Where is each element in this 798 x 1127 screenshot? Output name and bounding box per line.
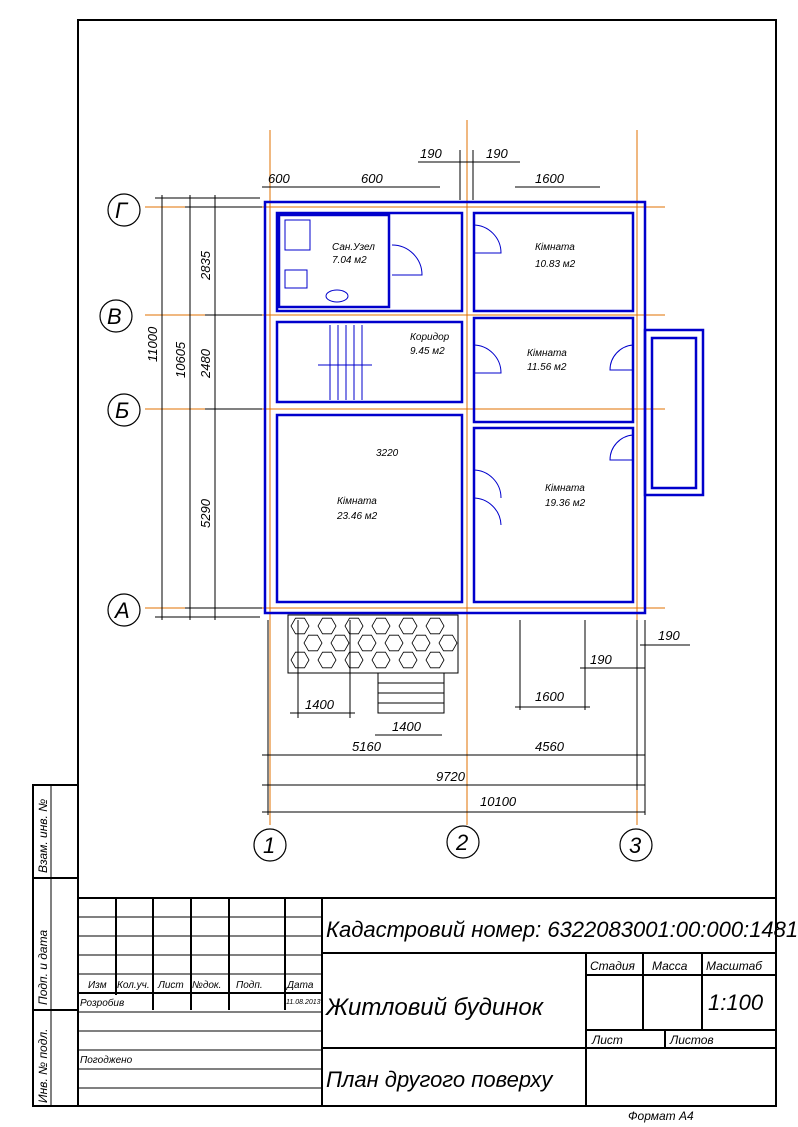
dim-text: 10605 xyxy=(173,341,188,378)
room-name: Кімната xyxy=(545,483,585,494)
porch-tile xyxy=(290,617,310,635)
porch-tile xyxy=(357,634,377,652)
side-label: Подп. и дата xyxy=(36,930,50,1005)
role-approved: Погоджено xyxy=(80,1055,133,1066)
col-header: Кол.уч. xyxy=(117,980,150,991)
porch-tile xyxy=(344,617,364,635)
dim-text: 4560 xyxy=(535,739,565,754)
scale-value: 1:100 xyxy=(708,990,764,1015)
sheet-frame xyxy=(77,19,777,1107)
side-strip xyxy=(32,784,79,1107)
room-name: Кімната xyxy=(535,242,575,253)
dim-text: 9720 xyxy=(436,769,466,784)
dimension-lines xyxy=(155,150,690,815)
room-area: 23.46 м2 xyxy=(336,511,378,522)
axis-label-col: 3 xyxy=(629,833,642,858)
axis-label-col: 2 xyxy=(455,830,468,855)
porch-tile xyxy=(398,651,418,669)
porch-tile xyxy=(330,634,350,652)
porch-tile xyxy=(425,651,445,669)
room-area: 11.56 м2 xyxy=(527,362,567,373)
porch-tiles xyxy=(290,617,458,669)
dim-text: 11000 xyxy=(145,326,160,362)
dim-text: 190 xyxy=(658,628,680,643)
room-name: Кімната xyxy=(527,348,567,359)
format-label: Формат А4 xyxy=(628,1109,694,1123)
porch-tile xyxy=(438,634,458,652)
dim-text: 2480 xyxy=(198,348,213,379)
stage-label: Стадия xyxy=(590,959,636,973)
room-name: Коридор xyxy=(410,332,450,343)
dim-text: 1600 xyxy=(535,689,565,704)
porch-tile xyxy=(425,617,445,635)
sanitary-fixtures xyxy=(284,219,349,303)
scale-label: Масштаб xyxy=(706,959,763,973)
date-value: 11.08.2013 xyxy=(286,999,321,1006)
dim-text: 1600 xyxy=(535,171,565,186)
axis-bubbles xyxy=(99,193,653,862)
axis-label-row: В xyxy=(107,304,122,329)
dim-text: 600 xyxy=(361,171,383,186)
mass-label: Масса xyxy=(652,959,688,973)
dim-text: 5160 xyxy=(352,739,382,754)
dim-text: 190 xyxy=(590,652,612,667)
porch-tile xyxy=(303,634,323,652)
axis-label-col: 1 xyxy=(263,833,275,858)
dim-text: 10100 xyxy=(480,794,517,809)
dim-text: 600 xyxy=(268,171,290,186)
room-area: 7.04 м2 xyxy=(332,255,367,266)
col-header: Дата xyxy=(286,980,314,991)
room-area: 9.45 м2 xyxy=(410,346,445,357)
stairs xyxy=(318,325,372,400)
porch-tile xyxy=(398,617,418,635)
porch-tile xyxy=(317,617,337,635)
building-title: Житловий будинок xyxy=(325,994,545,1021)
porch-tile xyxy=(290,651,310,669)
porch-tile xyxy=(344,651,364,669)
axis-label-row: А xyxy=(113,598,130,623)
porch xyxy=(287,614,459,714)
porch-tile xyxy=(371,617,391,635)
room-area: 19.36 м2 xyxy=(545,498,586,509)
axis-label-row: Г xyxy=(115,198,129,223)
cadastral-number: Кадастровий номер: 6322083001:00:000:148… xyxy=(326,917,798,942)
dim-text: 190 xyxy=(420,146,442,161)
sheet-label: Лист xyxy=(591,1033,623,1047)
room-labels: Сан.Узел 7.04 м2 Кімната 10.83 м2 Коридо… xyxy=(332,242,586,522)
dim-text: 5290 xyxy=(198,498,213,528)
level-mark: 3220 xyxy=(376,448,399,459)
porch-tile xyxy=(384,634,404,652)
doors xyxy=(391,224,634,526)
col-header: Изм xyxy=(88,980,107,991)
dim-text: 2835 xyxy=(198,250,213,281)
role-developed: Розробив xyxy=(80,997,124,1009)
title-block-rows xyxy=(78,916,322,1089)
side-label: Взам. инв. № xyxy=(36,799,50,873)
porch-tile xyxy=(317,651,337,669)
dim-text: 1400 xyxy=(305,697,335,712)
sheets-label: Листов xyxy=(669,1033,714,1047)
porch-tile xyxy=(411,634,431,652)
col-header: Лист xyxy=(157,980,184,991)
col-header: №док. xyxy=(192,980,221,991)
porch-tile xyxy=(371,651,391,669)
dim-text: 1400 xyxy=(392,719,422,734)
dim-text: 190 xyxy=(486,146,508,161)
room-name: Сан.Узел xyxy=(332,242,375,253)
room-name: Кімната xyxy=(337,496,377,507)
room-area: 10.83 м2 xyxy=(535,259,576,270)
sheet-title: План другого поверху xyxy=(326,1067,554,1092)
axis-label-row: Б xyxy=(115,398,129,423)
side-label: Инв. № подл. xyxy=(36,1029,50,1103)
col-header: Подп. xyxy=(236,980,263,991)
